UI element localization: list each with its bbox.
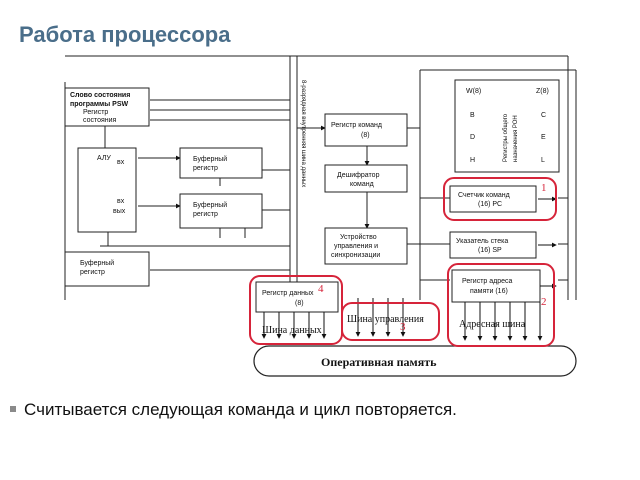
alu-block: АЛУ вх вх вых (77, 147, 137, 233)
stack-pointer: Указатель стека (16) SP (449, 231, 557, 259)
ctrl-label-1: Устройство (340, 233, 377, 241)
bus-arrows (261, 298, 543, 341)
mark-1: 1 (541, 182, 547, 194)
command-decoder: Дешифратор команд (324, 164, 408, 193)
highlight-data (249, 275, 343, 345)
ctrl-label-3: синхронизации (331, 252, 380, 259)
data-reg-label-2: (8) (295, 300, 304, 307)
gpr-e: E (541, 134, 546, 141)
data-bus-label: Шина данных (262, 325, 322, 336)
alu-out-label: вых (113, 208, 126, 215)
buffer-register-3: Буферный регистр (64, 251, 150, 287)
gpr-z: Z(8) (536, 88, 549, 95)
highlight-pc (443, 177, 557, 221)
highlight-rings (249, 177, 557, 347)
gpr-h: H (470, 157, 475, 164)
addr-reg-label-2: памяти (16) (470, 288, 508, 295)
diagram-frame (64, 55, 577, 300)
address-bus-label: Адресная шина (459, 319, 526, 330)
data-reg-label-1: Регистр данных (262, 290, 314, 297)
gpr-l: L (541, 157, 545, 164)
gpr-c: C (541, 112, 546, 119)
page-title: Работа процессора (19, 22, 231, 47)
mark-2: 2 (541, 296, 547, 308)
sp-label-1: Указатель стека (456, 238, 508, 245)
general-registers: W(8) Z(8) B C D E H L Регистры общего на… (454, 79, 560, 173)
control-bus-label: Шина управления (347, 314, 424, 325)
gpr-w: W(8) (466, 88, 481, 95)
data-register: Регистр данных (8) (255, 281, 339, 313)
buf3-label-1: Буферный (80, 259, 114, 267)
gpr-d: D (470, 134, 475, 141)
decoder-label-1: Дешифратор (337, 172, 380, 179)
buf3-label-2: регистр (80, 269, 105, 276)
psw-label-2: программы PSW (70, 101, 128, 108)
mark-3: 3 (400, 321, 406, 333)
highlight-address (447, 263, 555, 347)
ram-label: Оперативная память (321, 355, 437, 369)
buffer-register-2: Буферный регистр (179, 193, 263, 229)
alu-label: АЛУ (97, 155, 111, 162)
pc-label-2: (16) PC (478, 201, 502, 208)
buf1-label-1: Буферный (193, 155, 227, 163)
sp-label-2: (16) SP (478, 247, 502, 254)
mark-4: 4 (318, 283, 324, 295)
alu-in2-label: вх (117, 198, 125, 205)
program-counter: Счетчик команд (16) PC (449, 185, 557, 213)
gpr-label-1: Регистры общего (503, 113, 509, 162)
buf1-label-2: регистр (193, 165, 218, 172)
buf2-label-1: Буферный (193, 201, 227, 209)
buffer-register-1: Буферный регистр (179, 147, 263, 179)
ctrl-label-2: управления и (334, 243, 378, 250)
bullet-square-icon (10, 405, 16, 412)
psw-block: Слово состояния программы PSW Регистр со… (64, 87, 150, 127)
decoder-label-2: команд (350, 181, 374, 188)
gpr-b: B (470, 112, 475, 119)
bullet-item: Считывается следующая команда и цикл пов… (10, 400, 457, 420)
addr-reg-label-1: Регистр адреса (462, 278, 513, 285)
control-unit: Устройство управления и синхронизации (324, 227, 408, 265)
alu-in1-label: вх (117, 159, 125, 166)
state-reg-label-2: состояния (83, 117, 117, 124)
buf2-label-2: регистр (193, 211, 218, 218)
bullet-text: Считывается следующая команда и цикл пов… (24, 400, 457, 419)
gpr-label-2: назначения РОН (513, 115, 519, 162)
state-reg-label-1: Регистр (83, 109, 108, 116)
cmd-reg-label-1: Регистр команд (331, 122, 382, 129)
ram-block: Оперативная память (253, 345, 577, 377)
address-register: Регистр адреса памяти (16) (451, 269, 557, 303)
command-register: Регистр команд (8) (324, 113, 408, 147)
cmd-reg-label-2: (8) (361, 132, 370, 139)
psw-label-1: Слово состояния (70, 92, 130, 99)
pc-label-1: Счетчик команд (458, 192, 510, 199)
internal-bus-label: 8-разрядная внутренняя шина данных (300, 80, 306, 187)
